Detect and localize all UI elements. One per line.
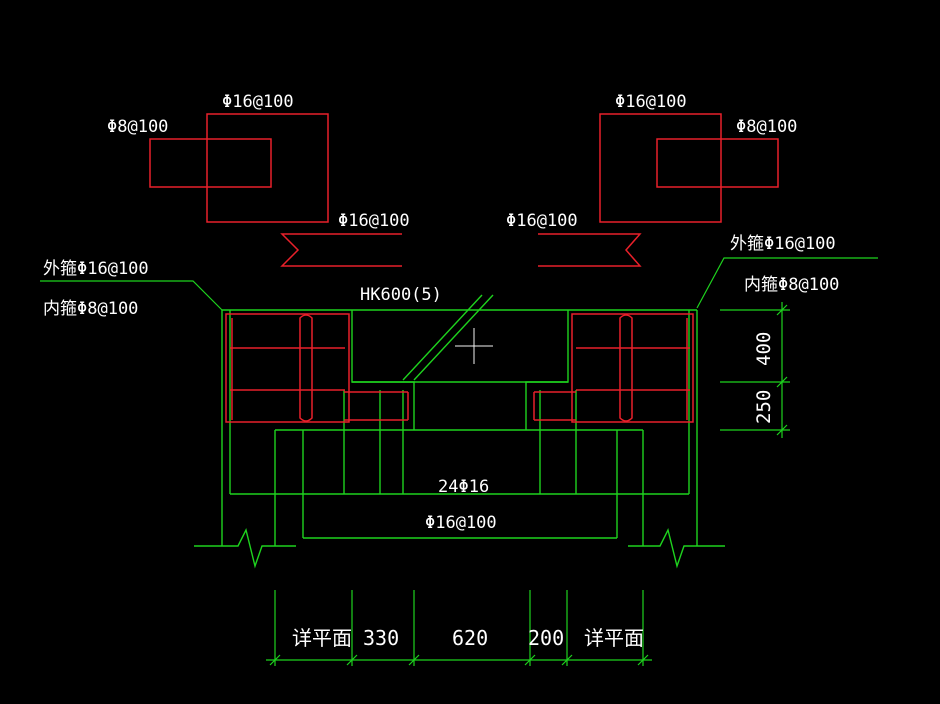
mid-left-bent-bar bbox=[280, 233, 402, 267]
top-left-inner-box bbox=[149, 138, 272, 188]
right-break-symbol bbox=[628, 527, 725, 569]
horizontal-dimension bbox=[266, 590, 652, 666]
main-bars-label: 24Φ16 bbox=[438, 477, 489, 497]
dim-v-400: 400 bbox=[753, 332, 775, 366]
top-left-outer-box bbox=[206, 113, 329, 223]
mid-left-phi16-label: Φ16@100 bbox=[338, 211, 410, 231]
dim-v-250: 250 bbox=[753, 390, 775, 424]
top-left-rebar-detail bbox=[149, 113, 329, 223]
right-inner-stirrup-label: 内箍Φ8@100 bbox=[744, 275, 839, 295]
dim-h-detail-left: 详平面 bbox=[292, 626, 352, 650]
top-right-inner-box bbox=[656, 138, 779, 188]
right-outer-stirrup-label: 外箍Φ16@100 bbox=[730, 234, 836, 254]
right-stirrup-cage bbox=[533, 313, 694, 423]
left-break-symbol bbox=[194, 527, 296, 569]
cursor-crosshair-icon bbox=[455, 328, 493, 364]
mid-right-bent-bar bbox=[538, 233, 642, 267]
leader-lines bbox=[40, 257, 878, 311]
left-inner-stirrup-label: 内箍Φ8@100 bbox=[43, 299, 138, 319]
top-right-phi16-label: Φ16@100 bbox=[615, 92, 687, 112]
top-right-outer-box bbox=[599, 113, 722, 223]
mid-right-phi16-label: Φ16@100 bbox=[506, 211, 578, 231]
beam-section-outline bbox=[194, 294, 725, 569]
left-stirrup-cage bbox=[225, 313, 409, 423]
dim-h-330: 330 bbox=[363, 626, 399, 650]
top-right-rebar-detail bbox=[599, 113, 779, 223]
left-outer-stirrup-label: 外箍Φ16@100 bbox=[43, 259, 149, 279]
beam-name-label: HK600(5) bbox=[360, 285, 442, 305]
top-left-phi16-label: Φ16@100 bbox=[222, 92, 294, 112]
dim-h-200: 200 bbox=[528, 626, 564, 650]
top-right-phi8-label: Φ8@100 bbox=[736, 117, 797, 137]
bottom-bars-label: Φ16@100 bbox=[425, 513, 497, 533]
mid-bent-bars bbox=[280, 233, 642, 267]
dim-h-detail-right: 详平面 bbox=[584, 626, 644, 650]
right-leader-line bbox=[696, 257, 878, 309]
dim-h-620: 620 bbox=[452, 626, 488, 650]
left-leader-line bbox=[40, 280, 223, 311]
vertical-dimension bbox=[720, 302, 790, 438]
top-left-phi8-label: Φ8@100 bbox=[107, 117, 168, 137]
